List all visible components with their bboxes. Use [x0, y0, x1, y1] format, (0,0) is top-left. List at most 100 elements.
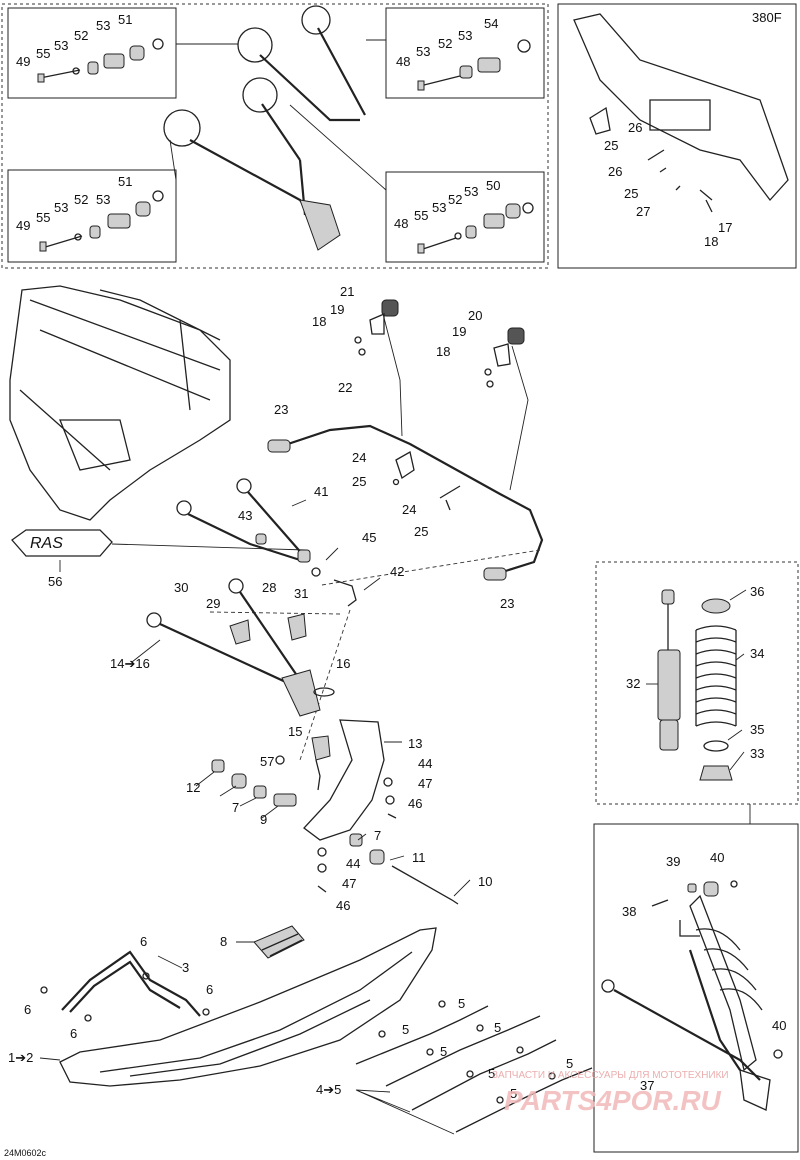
callout-43: 43 [238, 508, 252, 523]
sway-bar-mounts [354, 299, 525, 511]
callout-40-bottom: 40 [772, 1018, 786, 1033]
ski-1-2 [39, 927, 437, 1087]
callout-34: 34 [750, 646, 764, 661]
callout-49-top-left: 49 [16, 54, 30, 69]
callout-50-bottom-right: 50 [486, 178, 500, 193]
callout-41: 41 [314, 484, 328, 499]
drawing-code: 24M0602c [4, 1148, 47, 1158]
runners-4-5 [355, 1000, 593, 1135]
callout-25-380f: 25 [604, 138, 618, 153]
shock-absorber-32 [646, 589, 681, 751]
callout-44-right: 44 [418, 756, 432, 771]
callout-53-top-left-2: 53 [54, 38, 68, 53]
callout-22: 22 [338, 380, 352, 395]
callout-11: 11 [412, 850, 426, 865]
callout-55-bottom-right: 55 [414, 208, 428, 223]
inset-box-top-left [7, 7, 177, 99]
callout-38: 38 [622, 904, 636, 919]
callout-5-g: 5 [510, 1086, 517, 1101]
callout-52-bottom-right: 52 [448, 192, 462, 207]
callout-7-upper: 7 [232, 800, 239, 815]
callout-6-lower: 6 [70, 1026, 77, 1041]
upper-a-arm [163, 5, 387, 251]
assembled-shock [679, 881, 763, 1072]
upper-arm-inset-region: 51 53 52 53 55 49 54 53 52 53 48 51 53 5… [1, 3, 549, 269]
callout-42: 42 [390, 564, 404, 579]
shock-spring-box: 36 34 32 35 33 [595, 561, 799, 805]
callout-27-380f: 27 [636, 204, 650, 219]
callout-30: 30 [174, 580, 188, 595]
ras-logo: RAS 56 [11, 529, 307, 589]
lower-arm-assembled [601, 949, 783, 1111]
variant-380f-box: 380F 26 25 26 25 27 17 18 [557, 3, 797, 269]
callout-18-380f: 18 [704, 234, 718, 249]
callout-19-right: 19 [452, 324, 466, 339]
callout-18-left: 18 [312, 314, 326, 329]
callout-47-right: 47 [418, 776, 432, 791]
model-code-label: 380F [752, 10, 782, 25]
callout-39: 39 [666, 854, 680, 869]
callout-48-top-right: 48 [396, 54, 410, 69]
callout-24-left: 24 [352, 450, 366, 465]
callout-1-2: 1➔2 [8, 1050, 33, 1065]
watermark: ЗАПЧАСТИ И АКСЕССУАРЫ ДЛЯ МОТОТЕХНИКИ PA… [492, 1070, 729, 1116]
callout-8: 8 [220, 934, 227, 949]
callout-52-top-right: 52 [438, 36, 452, 51]
callout-25-right: 25 [414, 524, 428, 539]
callout-25-left: 25 [352, 474, 366, 489]
callout-52-top-left: 52 [74, 28, 88, 43]
upper-arm-41 [176, 478, 381, 607]
suspension-assembly-box: 39 40 38 40 37 [593, 804, 799, 1153]
sway-bar [209, 309, 544, 761]
callout-28: 28 [262, 580, 276, 595]
callout-21: 21 [340, 284, 354, 299]
inset-box-top-right [385, 7, 545, 99]
callout-17-380f: 17 [718, 220, 732, 235]
callout-24-right: 24 [402, 502, 416, 517]
callout-20: 20 [468, 308, 482, 323]
callout-26-380f-2: 26 [608, 164, 622, 179]
callout-52-bottom-left: 52 [74, 192, 88, 207]
callout-57: 57 [260, 754, 274, 769]
callout-14-16: 14➔16 [110, 656, 150, 671]
callout-5-f: 5 [566, 1056, 573, 1071]
callout-10: 10 [478, 874, 492, 889]
chassis-frame [9, 285, 231, 521]
callout-16: 16 [336, 656, 350, 671]
wear-pad-8 [236, 925, 305, 959]
ski-handle-3 [40, 950, 210, 1022]
callout-19-left: 19 [330, 302, 344, 317]
callout-53-bottom-left: 53 [96, 192, 110, 207]
callout-48-bottom-right: 48 [394, 216, 408, 231]
callout-35: 35 [750, 722, 764, 737]
callout-25-380f-2: 25 [624, 186, 638, 201]
logo-text: RAS [30, 535, 63, 552]
callout-15: 15 [288, 724, 302, 739]
callout-5-b: 5 [458, 996, 465, 1011]
callout-51-bottom-left: 51 [118, 174, 132, 189]
callout-5-e: 5 [488, 1066, 495, 1081]
callout-7-lower: 7 [374, 828, 381, 843]
callout-6-right: 6 [206, 982, 213, 997]
callout-40-top: 40 [710, 850, 724, 865]
callout-53-bottom-left-2: 53 [54, 200, 68, 215]
callout-56: 56 [48, 574, 62, 589]
callout-53-top-left: 53 [96, 18, 110, 33]
callout-13: 13 [408, 736, 422, 751]
spindle-13 [303, 719, 402, 893]
watermark-line1: ЗАПЧАСТИ И АКСЕССУАРЫ ДЛЯ МОТОТЕХНИКИ [492, 1070, 729, 1081]
callout-36: 36 [750, 584, 764, 599]
callout-5-a: 5 [402, 1022, 409, 1037]
bushing-kit-bottom-right [417, 202, 534, 254]
callout-23-right: 23 [500, 596, 514, 611]
callout-37: 37 [640, 1078, 654, 1093]
callout-5-d: 5 [494, 1020, 501, 1035]
callout-29: 29 [206, 596, 220, 611]
callout-23-left: 23 [274, 402, 288, 417]
inset-box-bottom-left [7, 169, 177, 263]
callout-5-c: 5 [440, 1044, 447, 1059]
callout-44-left: 44 [346, 856, 360, 871]
spindle-hardware [195, 755, 471, 905]
callout-54-top-right: 54 [484, 16, 498, 31]
callout-49-bottom-left: 49 [16, 218, 30, 233]
